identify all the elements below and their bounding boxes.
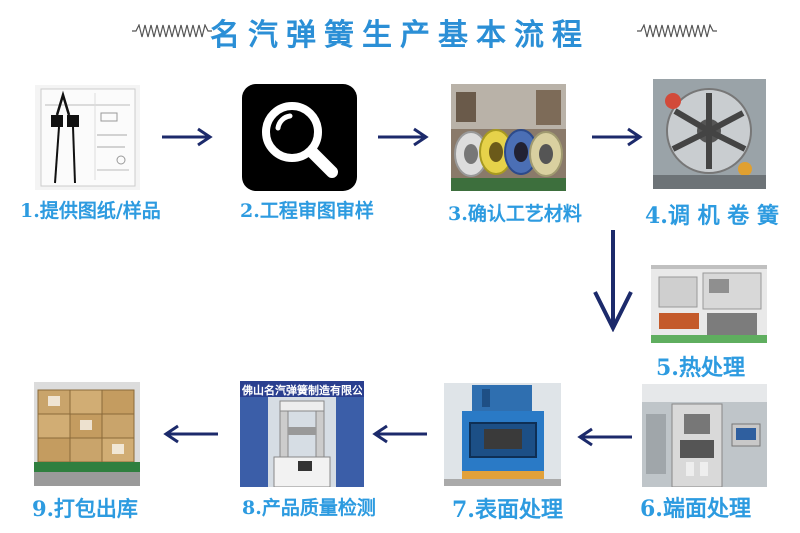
arrow-left-icon [372, 424, 427, 444]
step-3-label: 3.确认工艺材料 [448, 203, 582, 225]
step-2-label: 2.工程审图审样 [240, 200, 374, 222]
step-6-label: 6.端面处理 [640, 496, 751, 522]
arrow-right-icon [378, 127, 429, 147]
step-1-label: 1.提供图纸/样品 [20, 200, 161, 222]
testing-banner-text: 佛山名汽弹簧制造有限公 [242, 384, 362, 397]
arrow-left-icon [163, 424, 218, 444]
spring-decoration-left [132, 24, 212, 38]
step-9-image [34, 382, 140, 486]
step-5-image [651, 243, 767, 343]
arrow-down-icon [593, 230, 633, 332]
arrow-right-icon [592, 127, 643, 147]
step-8-label: 8.产品质量检测 [242, 497, 376, 519]
page-title: 名汽弹簧生产基本流程 [210, 18, 590, 53]
step-3-image [451, 84, 566, 191]
step-6-image [642, 384, 767, 487]
step-7-label: 7.表面处理 [452, 497, 563, 523]
arrow-right-icon [162, 127, 213, 147]
arrow-left-icon [577, 427, 632, 447]
step-4-image [653, 79, 766, 189]
step-2-image [242, 84, 357, 191]
spring-decoration-right [637, 24, 717, 38]
step-9-label: 9.打包出库 [32, 496, 138, 521]
step-1-image [35, 85, 140, 190]
step-4-label: 4.调 机 卷 簧 [645, 203, 779, 229]
step-5-label: 5.热处理 [656, 355, 745, 381]
step-8-image: 佛山名汽弹簧制造有限公 [240, 381, 364, 487]
step-7-image [444, 383, 561, 486]
